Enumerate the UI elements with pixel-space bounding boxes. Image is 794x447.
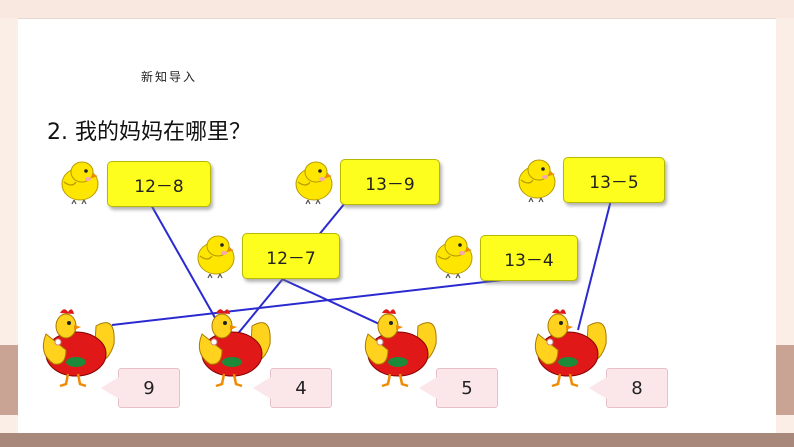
match-line-13-4	[111, 277, 521, 326]
chick-icon	[435, 235, 473, 279]
question-title: 2. 我的妈妈在哪里？	[47, 120, 251, 145]
top-band	[0, 0, 794, 18]
number-tag-4[interactable]: 4	[253, 368, 332, 408]
bottom-band	[0, 433, 794, 447]
chick-icon	[518, 159, 556, 203]
chick-icon	[197, 235, 235, 279]
match-line-13-5	[577, 199, 612, 331]
left-side-bar	[0, 345, 18, 415]
number-tag-8[interactable]: 8	[589, 368, 668, 408]
match-line-12-8	[149, 202, 223, 331]
section-label: 新知导入	[141, 70, 198, 84]
expression-box-13-9[interactable]: 13－9	[340, 159, 440, 205]
expression-box-12-8[interactable]: 12－8	[107, 161, 211, 207]
expression-box-12-7[interactable]: 12－7	[242, 233, 340, 279]
expression-box-13-4[interactable]: 13－4	[480, 235, 578, 281]
match-line-12-7	[281, 278, 389, 329]
chick-icon	[61, 161, 99, 205]
number-tag-9[interactable]: 9	[101, 368, 180, 408]
chick-icon	[295, 161, 333, 205]
right-side-bar	[776, 345, 794, 415]
expression-box-13-5[interactable]: 13－5	[563, 157, 665, 203]
number-tag-5[interactable]: 5	[419, 368, 498, 408]
